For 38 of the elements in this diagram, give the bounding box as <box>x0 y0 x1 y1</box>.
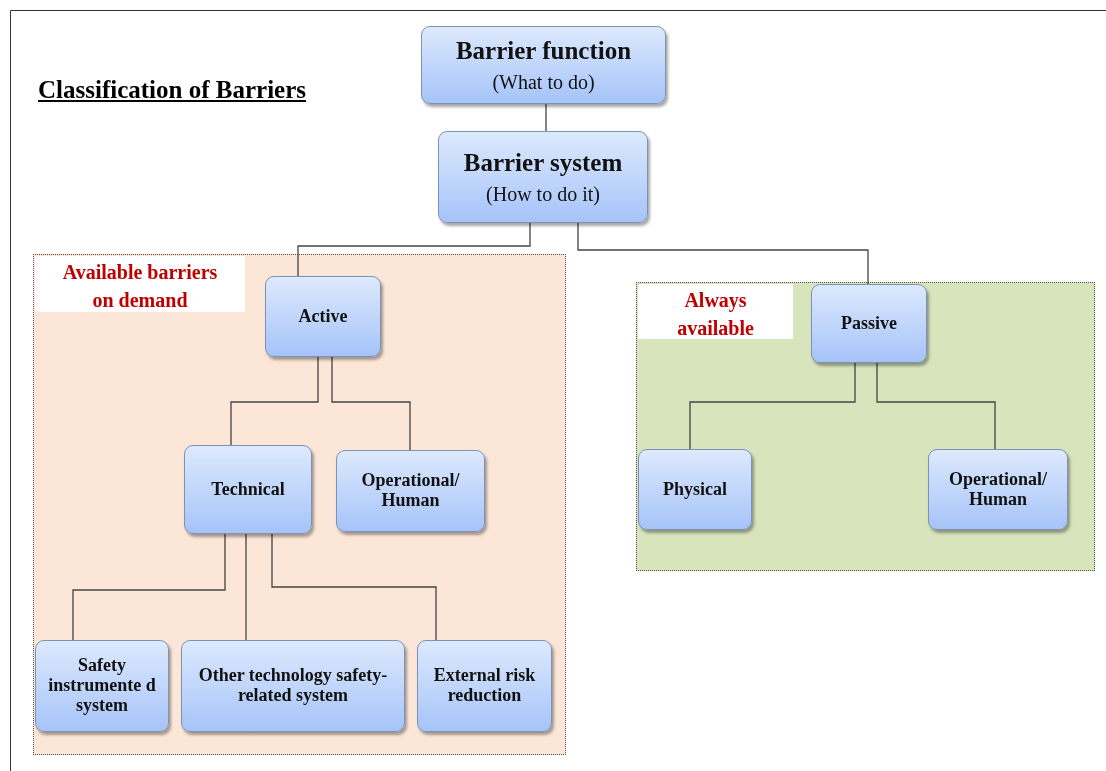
box-label: Active <box>298 306 348 327</box>
rounded-box <box>438 131 648 223</box>
group-heading: Always available <box>638 284 793 339</box>
rounded-box <box>417 640 552 732</box>
box-label: Other technology safety-related system <box>197 666 389 706</box>
connector-line <box>230 356 319 446</box>
box-label: Passive <box>841 313 897 334</box>
rounded-box <box>811 284 927 363</box>
diagram-title: Classification of Barriers <box>38 76 306 104</box>
group-heading: Available barriers on demand <box>35 256 245 312</box>
rounded-box <box>35 640 169 732</box>
box-label: External risk reduction <box>432 666 537 706</box>
rounded-box <box>928 449 1068 530</box>
connector-line <box>72 533 226 641</box>
box-subtitle: (How to do it) <box>486 182 600 205</box>
connector-line <box>331 356 411 451</box>
connector-line <box>876 362 996 450</box>
box-label: Physical <box>663 479 727 500</box>
connector-line <box>545 103 547 132</box>
rounded-box <box>184 445 312 534</box>
box-title: Barrier system <box>463 149 623 177</box>
box-label: Safety instrumente d system <box>47 656 157 716</box>
rounded-box <box>638 449 752 530</box>
box-label: Operational/ Human <box>360 471 461 511</box>
rounded-box <box>421 26 666 104</box>
connector-line <box>245 533 247 641</box>
connector-line <box>271 533 437 641</box>
rounded-box <box>265 276 381 357</box>
dotted-group-panel <box>33 254 566 755</box>
box-label: Technical <box>211 479 285 500</box>
box-subtitle: (What to do) <box>492 70 595 93</box>
rounded-box <box>181 640 405 732</box>
connector-line <box>689 362 856 450</box>
dotted-group-panel <box>636 282 1095 571</box>
box-label: Operational/ Human <box>948 469 1048 510</box>
rounded-box <box>336 450 485 532</box>
connector-line <box>297 222 531 277</box>
box-title: Barrier function <box>455 37 632 65</box>
